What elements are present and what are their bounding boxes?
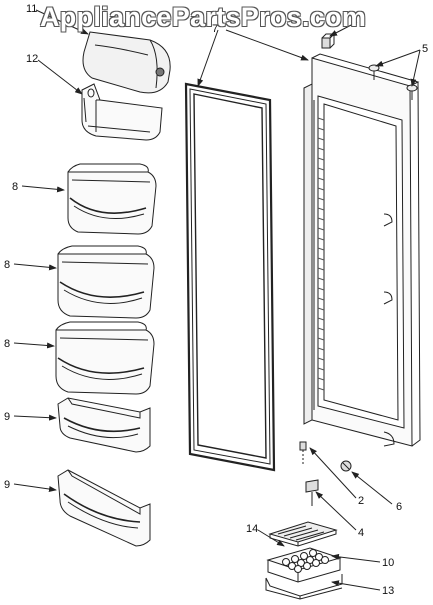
part-door-liner-ribs	[317, 117, 325, 391]
leader-lines	[13, 9, 421, 591]
part-egg-bin	[265, 574, 343, 600]
part-door-bin-middle	[57, 245, 155, 319]
callout-4: 4	[358, 527, 364, 539]
callout-14: 14	[246, 523, 258, 535]
callout-10: 10	[382, 557, 394, 569]
part-door-panel	[303, 53, 421, 447]
callout-6: 6	[396, 501, 402, 513]
callout-7: 7	[212, 23, 218, 35]
part-egg-tray	[266, 547, 342, 583]
part-egg-tray-cover	[268, 521, 338, 547]
part-door-gasket	[184, 82, 276, 472]
callout-3: 3	[359, 13, 365, 25]
site-watermark: AppliancePartsPros.com	[40, 2, 367, 32]
part-closing-cam	[305, 479, 319, 506]
part-screws	[368, 64, 418, 100]
callout-labels: 11 12 7 3 5 8 8 8 9 9 2 6 4 14 10 13	[4, 3, 428, 597]
callout-9-upper: 9	[4, 411, 10, 423]
callout-11: 11	[26, 3, 37, 15]
part-hinge-pin	[299, 441, 307, 466]
callout-8-upper: 8	[12, 181, 18, 193]
callout-13: 13	[382, 585, 394, 597]
part-door-bin-upper	[67, 163, 157, 235]
callout-9-lower: 9	[4, 479, 10, 491]
callout-5: 5	[422, 43, 428, 55]
part-door-stop	[340, 460, 352, 472]
part-door-shelf-upper	[57, 397, 151, 453]
callout-8-lower: 8	[4, 338, 10, 350]
part-door-shelf-lower	[57, 469, 151, 547]
part-hinge-bushing	[321, 32, 336, 49]
callout-12: 12	[26, 53, 38, 65]
callout-2: 2	[358, 495, 364, 507]
part-dairy-bin	[81, 83, 163, 141]
part-dairy-cover	[82, 31, 171, 94]
part-door-bin-lower	[55, 321, 155, 395]
callout-8-middle: 8	[4, 259, 10, 271]
